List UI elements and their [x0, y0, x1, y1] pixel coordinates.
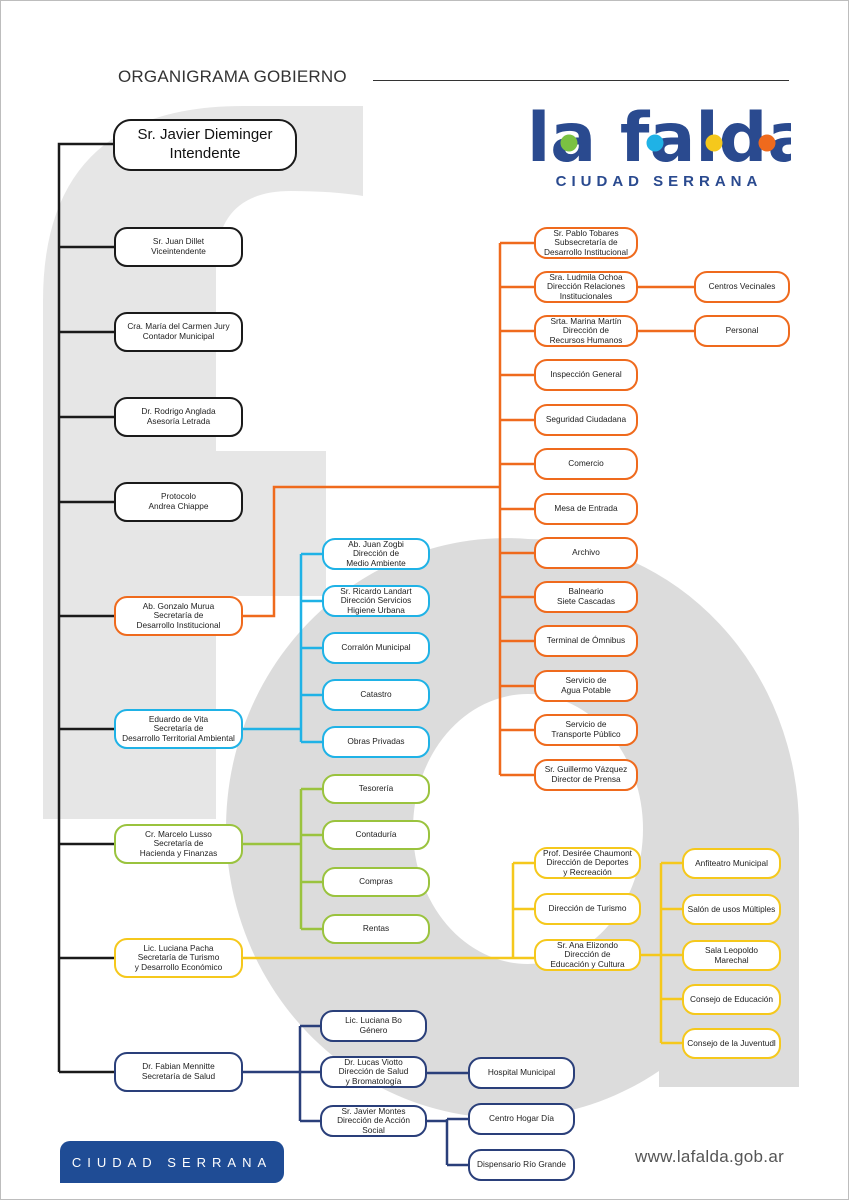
logo-dots — [560, 134, 776, 152]
node-elizondo[interactable]: Sr. Ana Elizondo Dirección de Educación … — [534, 939, 641, 971]
connector-desarrollo — [243, 241, 694, 777]
footer-url[interactable]: www.lafalda.gob.ar — [635, 1147, 785, 1166]
node-dispensario[interactable]: Dispensario Río Grande — [468, 1149, 575, 1181]
node-mesa[interactable]: Mesa de Entrada — [534, 493, 638, 525]
node-zogbi[interactable]: Ab. Juan Zogbi Dirección de Medio Ambien… — [322, 538, 430, 570]
node-asesoria[interactable]: Dr. Rodrigo Anglada Asesoría Letrada — [114, 397, 243, 437]
logo-dot-green — [560, 134, 578, 152]
node-tobares[interactable]: Sr. Pablo Tobares Subsecretaría de Desar… — [534, 227, 638, 259]
node-seguridad[interactable]: Seguridad Ciudadana — [534, 404, 638, 436]
node-comercio[interactable]: Comercio — [534, 448, 638, 480]
node-tesoreria[interactable]: Tesorería — [322, 774, 430, 804]
connector-hacienda — [243, 787, 322, 931]
node-marechal[interactable]: Sala Leopoldo Marechal — [682, 940, 781, 971]
node-chaumont[interactable]: Prof. Desirée Chaumont Dirección de Depo… — [534, 847, 641, 879]
node-hogar[interactable]: Centro Hogar Día — [468, 1103, 575, 1135]
node-turismo[interactable]: Dirección de Turismo — [534, 893, 641, 925]
node-montes[interactable]: Sr. Javier Montes Dirección de Acción So… — [320, 1105, 427, 1137]
node-contaduria[interactable]: Contaduría — [322, 820, 430, 850]
node-salon[interactable]: Salón de usos Múltiples — [682, 894, 781, 925]
node-vice[interactable]: Sr. Juan Dillet Viceintendente — [114, 227, 243, 267]
node-anfiteatro[interactable]: Anfiteatro Municipal — [682, 848, 781, 879]
connector-main — [57, 142, 114, 1074]
node-viotto[interactable]: Dr. Lucas Viotto Dirección de Salud y Br… — [320, 1056, 427, 1088]
connector-salud — [243, 1024, 468, 1167]
background-letter-f — [43, 106, 363, 819]
node-transporte[interactable]: Servicio de Transporte Público — [534, 714, 638, 746]
node-vita[interactable]: Eduardo de Vita Secretaría de Desarrollo… — [114, 709, 243, 749]
footer-badge: CIUDAD SERRANA — [60, 1141, 284, 1183]
node-corralon[interactable]: Corralón Municipal — [322, 632, 430, 664]
node-contador[interactable]: Cra. María del Carmen Jury Contador Muni… — [114, 312, 243, 352]
node-inspeccion[interactable]: Inspección General — [534, 359, 638, 391]
node-protocolo[interactable]: Protocolo Andrea Chiappe — [114, 482, 243, 522]
node-educacion[interactable]: Consejo de Educación — [682, 984, 781, 1015]
connector-turismo — [243, 861, 682, 1045]
title-rule — [373, 80, 789, 81]
page-title: ORGANIGRAMA GOBIERNO — [118, 67, 347, 86]
node-pacha[interactable]: Lic. Luciana Pacha Secretaría de Turismo… — [114, 938, 243, 978]
node-vazquez[interactable]: Sr. Guillermo Vázquez Director de Prensa — [534, 759, 638, 791]
logo-tagline: CIUDAD SERRANA — [555, 173, 763, 190]
node-obras[interactable]: Obras Privadas — [322, 726, 430, 758]
node-compras[interactable]: Compras — [322, 867, 430, 897]
node-hospital[interactable]: Hospital Municipal — [468, 1057, 575, 1089]
node-catastro[interactable]: Catastro — [322, 679, 430, 711]
node-agua[interactable]: Servicio de Agua Potable — [534, 670, 638, 702]
node-archivo[interactable]: Archivo — [534, 537, 638, 569]
node-rentas[interactable]: Rentas — [322, 914, 430, 944]
logo-dot-cyan — [646, 134, 664, 152]
node-personal[interactable]: Personal — [694, 315, 790, 347]
node-vecinales[interactable]: Centros Vecinales — [694, 271, 790, 303]
node-lusso[interactable]: Cr. Marcelo Lusso Secretaría de Hacienda… — [114, 824, 243, 864]
node-landart[interactable]: Sr. Ricardo Landart Dirección Servicios … — [322, 585, 430, 617]
node-murua[interactable]: Ab. Gonzalo Murua Secretaría de Desarrol… — [114, 596, 243, 636]
logo-dot-yellow — [705, 134, 723, 152]
node-terminal[interactable]: Terminal de Ómnibus — [534, 625, 638, 657]
node-ochoa[interactable]: Sra. Ludmila Ochoa Dirección Relaciones … — [534, 271, 638, 303]
connector-territorial — [243, 552, 322, 744]
node-balneario[interactable]: Balneario Siete Cascadas — [534, 581, 638, 613]
node-intendente[interactable]: Sr. Javier Dieminger Intendente — [113, 119, 297, 171]
node-mennitte[interactable]: Dr. Fabian Mennitte Secretaría de Salud — [114, 1052, 243, 1092]
node-juventud[interactable]: Consejo de la Juventudl — [682, 1028, 781, 1059]
node-martin[interactable]: Srta. Marina Martín Dirección de Recurso… — [534, 315, 638, 347]
logo: la falda CIUDAD SERRANA — [527, 105, 791, 190]
logo-dot-orange — [758, 134, 776, 152]
node-bo[interactable]: Lic. Luciana Bo Género — [320, 1010, 427, 1042]
